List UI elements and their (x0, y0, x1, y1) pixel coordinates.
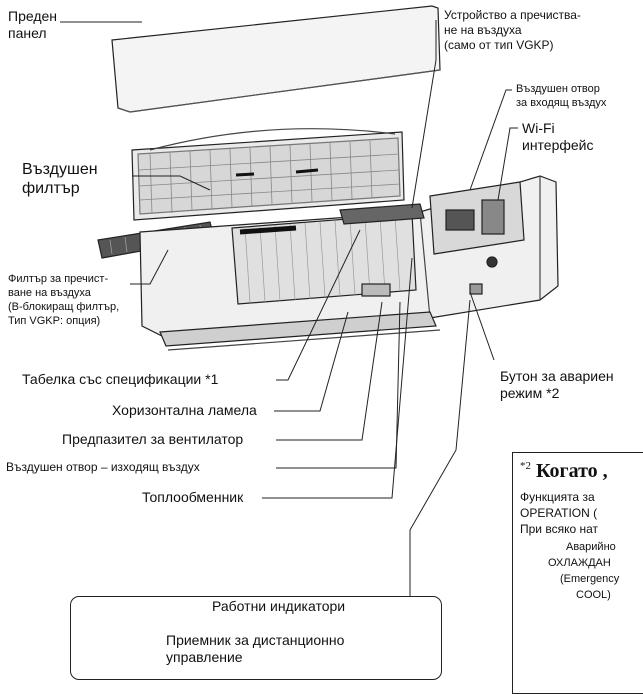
air-filter-label: Въздушен филтър (22, 161, 98, 197)
emergency-note-panel (512, 452, 643, 694)
heat-exchanger-label: Топлообменник (142, 489, 244, 505)
air-purifier-label: Устройство а пречиства- не на въздуха (с… (444, 8, 581, 52)
control-panel-inset (70, 596, 442, 680)
remote-receiver-label: Приемник за дистанционно управление (166, 632, 345, 665)
wifi-interface-label: Wi-Fi интерфейс (522, 120, 594, 153)
purifying-filter-label: Филтър за пречист- ване на въздуха (В-бл… (8, 273, 120, 327)
air-inlet-label: Въздушен отвор за входящ въздух (516, 83, 607, 109)
note-mode-line-4: COOL) (576, 589, 611, 601)
note-mode-line-3: (Emergency (560, 573, 620, 585)
note-line-3: При всяко нат (520, 522, 598, 536)
leader-lines (60, 20, 518, 596)
indoor-unit-body (139, 175, 559, 351)
emergency-note-title: *2 Когато , (520, 460, 608, 482)
air-filter-drawing (131, 128, 405, 221)
air-outlet-label: Въздушен отвор – изходящ въздух (6, 460, 200, 474)
front-panel-label: Преден панел (8, 8, 58, 41)
front-panel-drawing (111, 5, 441, 113)
note-mode-line-1: Аварийно (566, 541, 616, 553)
note-line-1: Функцията за (520, 490, 595, 504)
note-line-2: OPERATION ( (520, 506, 598, 520)
horizontal-louver-label: Хоризонтална ламела (112, 402, 257, 418)
operation-indicators-label: Работни индикатори (212, 598, 346, 614)
spec-plate-label: Табелка със спецификации *1 (22, 371, 219, 387)
fan-guard-label: Предпазител за вентилатор (62, 431, 244, 447)
emergency-button-label: Бутон за авариен режим *2 (500, 368, 614, 401)
note-mode-line-2: ОХЛАЖДАН (548, 557, 611, 569)
